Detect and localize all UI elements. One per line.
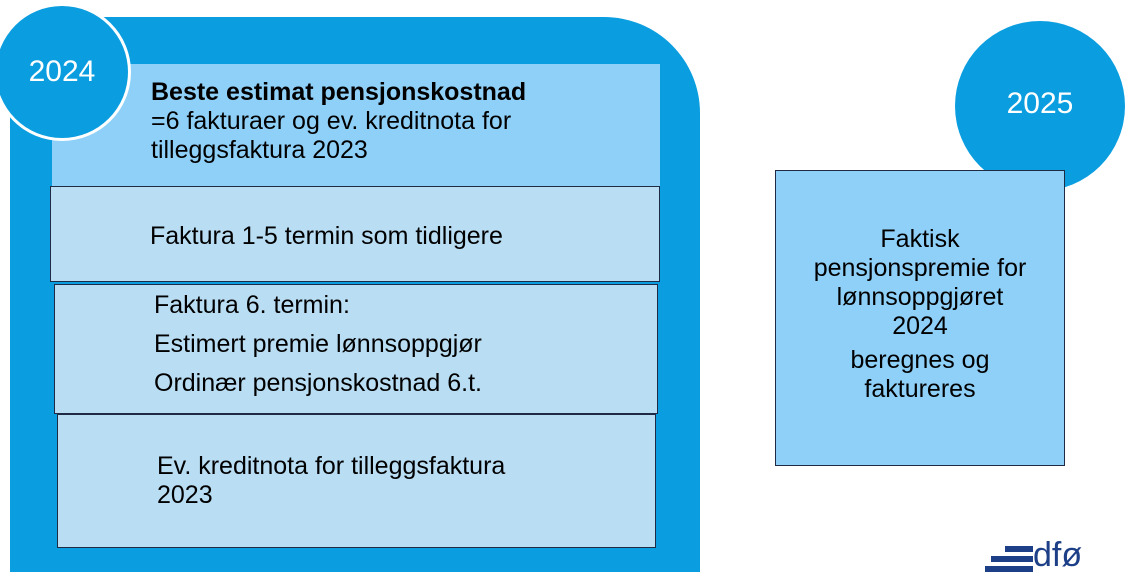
year-2025-circle: 2025 [955,21,1125,191]
invoice-1-5-box: Faktura 1-5 termin som tidligere [50,186,660,282]
header-title: Beste estimat pensjonskostnad [151,78,527,106]
actual-premium-line-5: beregnes og [850,346,990,374]
header-box: Beste estimat pensjonskostnad =6 faktura… [52,64,660,186]
invoice-6-line-3: Ordinær pensjonskostnad 6.t. [154,369,482,397]
year-2024-circle: 2024 [0,6,128,138]
header-line-3: tilleggsfaktura 2023 [151,136,368,164]
header-line-2: =6 fakturaer og ev. kreditnota for [151,107,512,135]
dfo-logo: dfø [985,536,1135,574]
invoice-6-line-1: Faktura 6. termin: [154,291,350,319]
year-2025-label: 2025 [1006,87,1074,120]
invoice-6-box: Faktura 6. termin: Estimert premie lønns… [54,284,658,414]
actual-premium-line-1: Faktisk [880,225,960,253]
year-2024-label: 2024 [28,55,96,88]
actual-premium-line-3: lønnsoppgjøret [836,283,1004,311]
actual-premium-line-4: 2024 [892,312,948,340]
actual-premium-line-6: faktureres [864,375,976,403]
invoice-1-5-text: Faktura 1-5 termin som tidligere [150,222,503,250]
credit-note-line-1: Ev. kreditnota for tilleggsfaktura [157,452,506,480]
actual-premium-line-2: pensjonspremie for [813,254,1027,282]
actual-premium-box: Faktisk pensjonspremie for lønnsoppgjøre… [775,170,1065,466]
credit-note-line-2: 2023 [157,481,213,509]
credit-note-box: Ev. kreditnota for tilleggsfaktura 2023 [57,414,656,548]
logo-text: dfø [1033,536,1083,574]
invoice-6-line-2: Estimert premie lønnsoppgjør [154,330,482,358]
